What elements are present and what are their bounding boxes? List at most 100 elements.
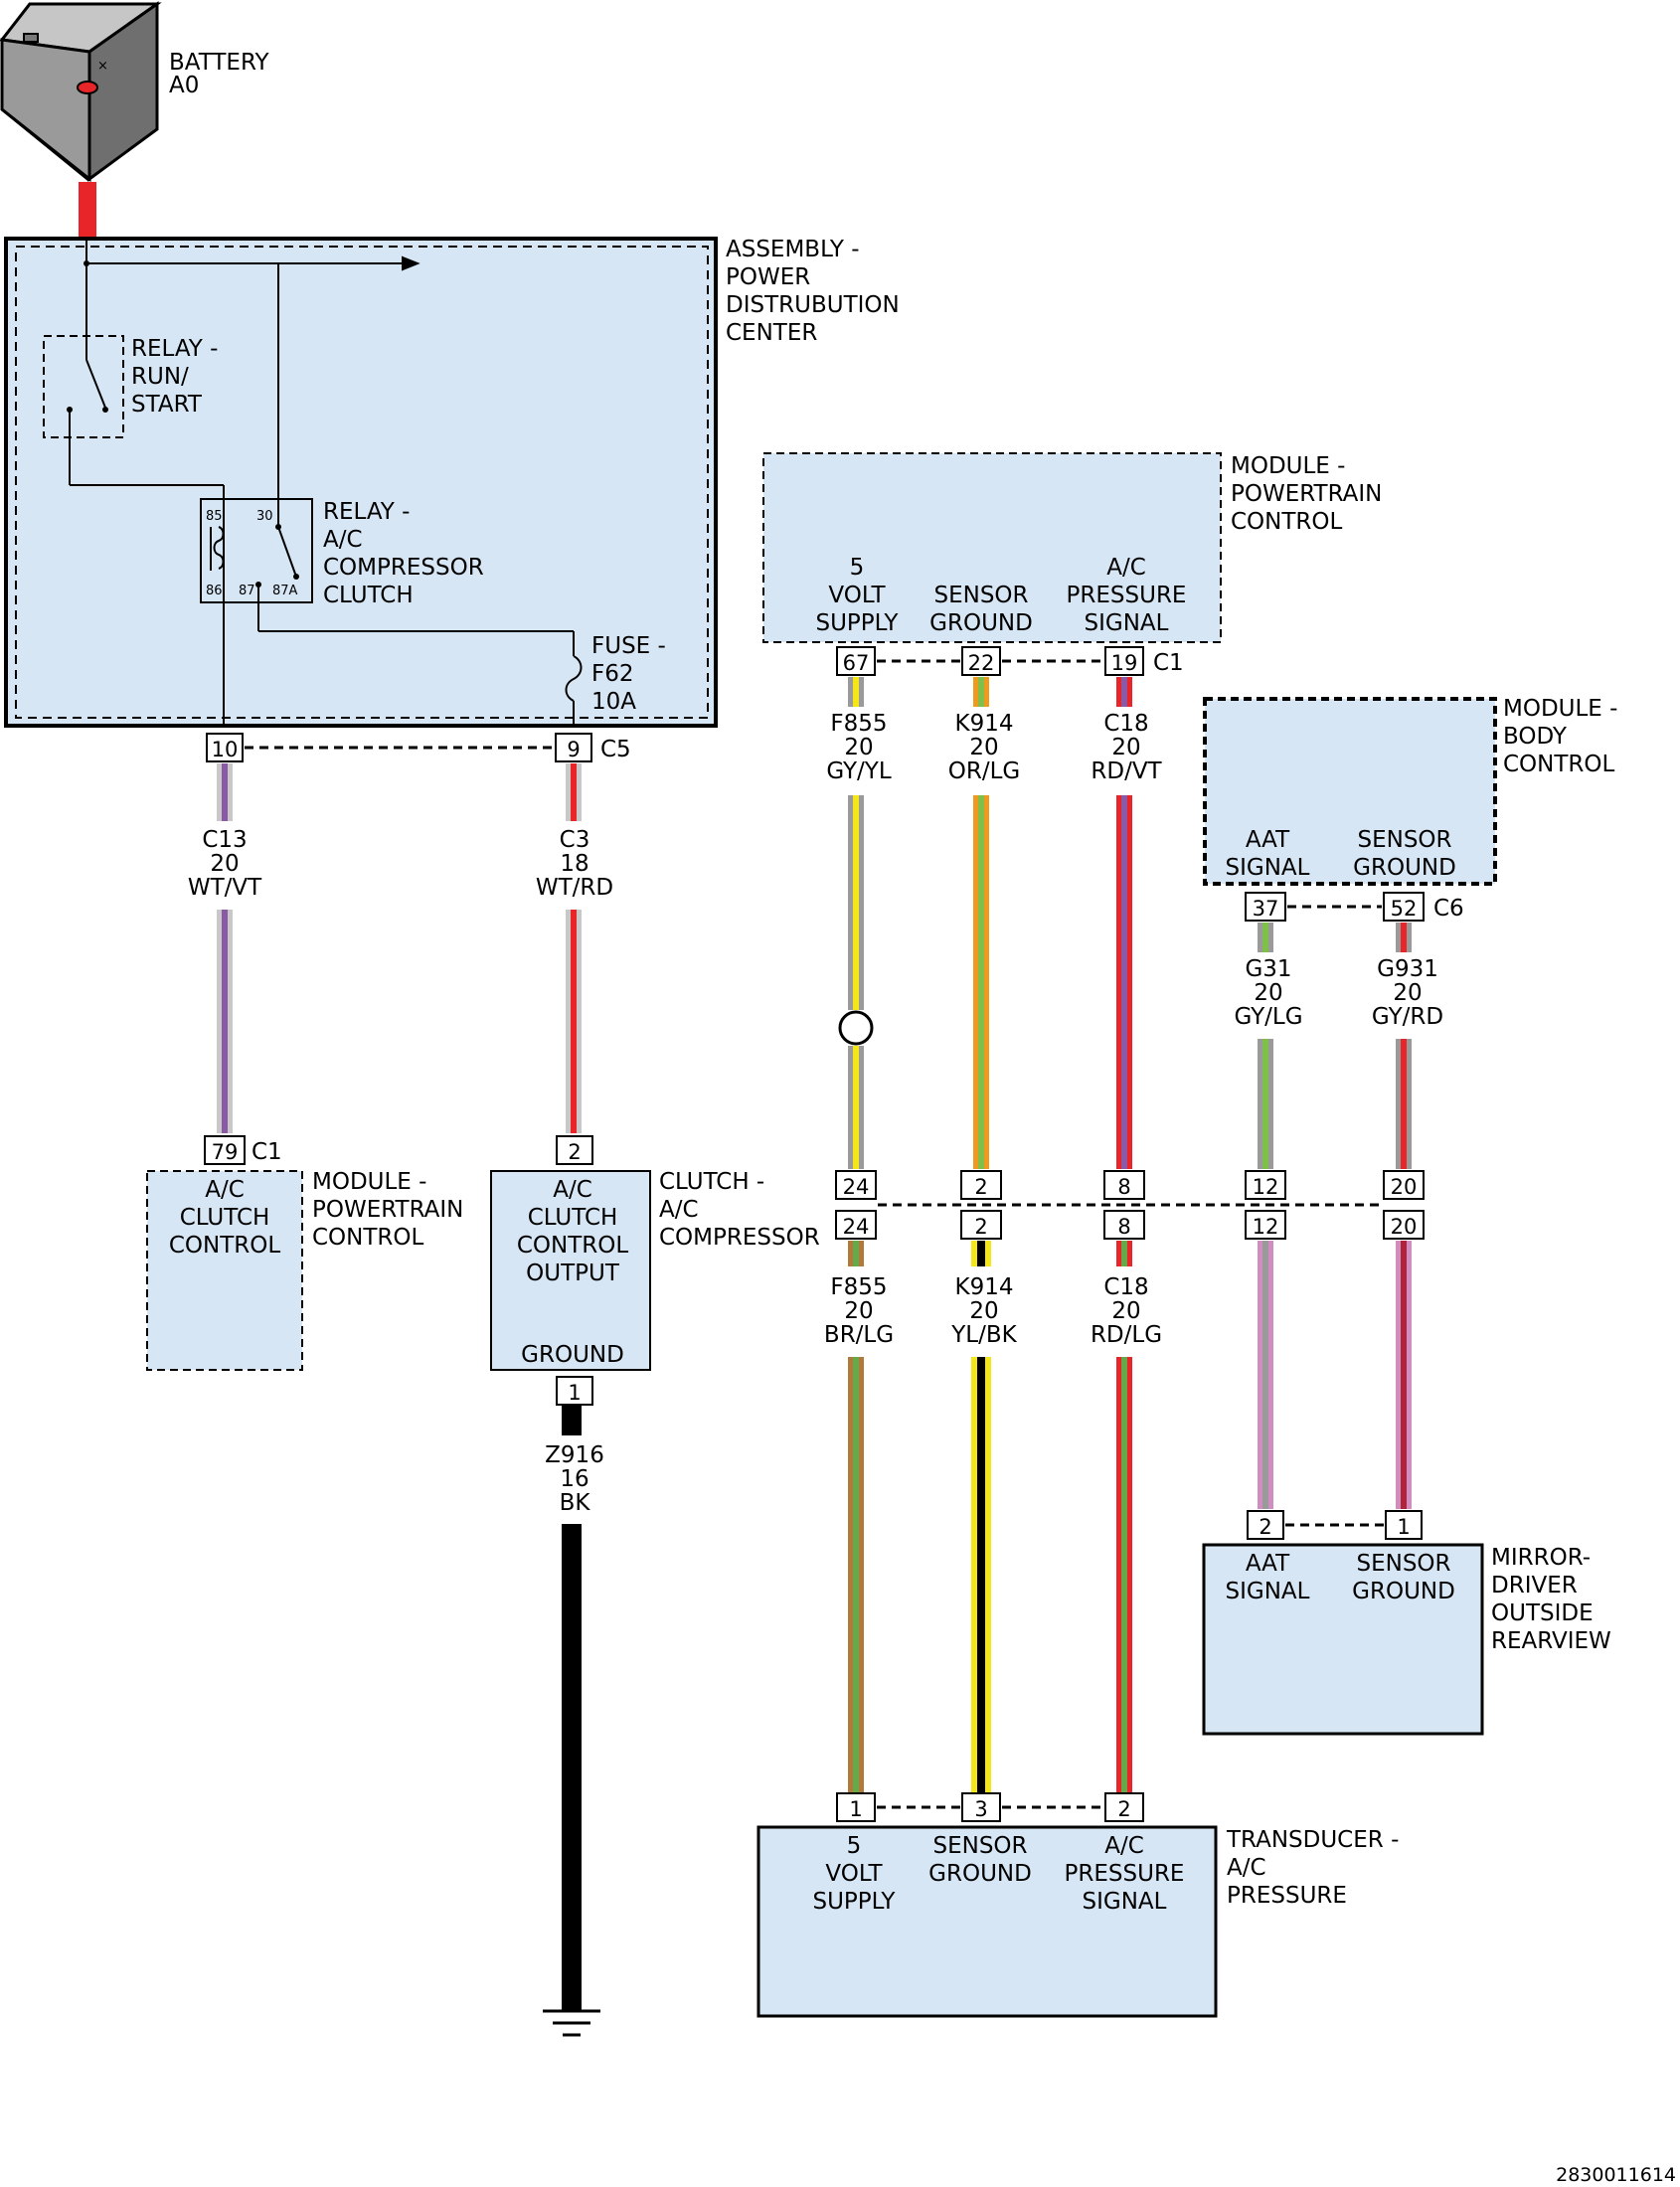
pdc-pin-10-box bbox=[206, 733, 244, 762]
pcm-top-label-1: MODULE - bbox=[1231, 453, 1345, 479]
pcm-top-connector-c1: C1 bbox=[1153, 650, 1184, 676]
wire-c13-id: C13 bbox=[202, 827, 247, 853]
bcm-col1-1: AAT bbox=[1246, 827, 1290, 853]
inline-top-pin-2: 2 bbox=[974, 1175, 987, 1199]
ground-icon bbox=[543, 2009, 600, 2037]
transducer-col2-1: SENSOR bbox=[932, 1833, 1027, 1859]
pcm-top-col1-1: 5 bbox=[850, 555, 865, 581]
wire-f855-top-color: GY/YL bbox=[826, 758, 892, 784]
inline-top-pin-12: 12 bbox=[1253, 1175, 1279, 1199]
mirror-label-3: OUTSIDE bbox=[1491, 1600, 1594, 1626]
bcm-col2-1: SENSOR bbox=[1357, 827, 1451, 853]
pcm-top-pin-67: 67 bbox=[843, 651, 870, 675]
pcm-bottom-label-3: CONTROL bbox=[312, 1225, 424, 1251]
wire-c13-color: WT/VT bbox=[188, 875, 262, 901]
wire-c18-bottom-id: C18 bbox=[1103, 1274, 1148, 1300]
wire-f855-bottom-gauge: 20 bbox=[844, 1298, 873, 1324]
battery-icon: × bbox=[0, 1, 162, 183]
pcm-top-pin-22: 22 bbox=[968, 651, 995, 675]
pcm-bottom-body-3: CONTROL bbox=[169, 1233, 281, 1259]
inline-connector-top bbox=[835, 1170, 1425, 1200]
clutch-body-1: A/C bbox=[553, 1177, 592, 1203]
wire-ground-to-mirror bbox=[1396, 1241, 1412, 1509]
wire-g31-color: GY/LG bbox=[1234, 1004, 1302, 1030]
pcm-bottom-pin-79: 79 bbox=[212, 1140, 239, 1164]
inline-top-pin-20: 20 bbox=[1391, 1175, 1418, 1199]
pcm-bottom-label-2: POWERTRAIN bbox=[312, 1197, 463, 1223]
pdc-pin-9-box bbox=[555, 733, 592, 762]
wire-c18-top-color: RD/VT bbox=[1091, 758, 1162, 784]
wire-g931-gauge: 20 bbox=[1393, 980, 1422, 1006]
transducer-module bbox=[756, 1825, 1218, 2018]
clutch-body-3: CONTROL bbox=[517, 1233, 629, 1259]
clutch-label-3: COMPRESSOR bbox=[659, 1225, 820, 1251]
pcm-top-col1-3: SUPPLY bbox=[816, 610, 900, 636]
bcm-label-1: MODULE - bbox=[1503, 696, 1617, 722]
relay-ac-label-1: RELAY - bbox=[323, 499, 410, 525]
relay-run-start-label-2: RUN/ bbox=[131, 364, 189, 390]
wire-c3-color: WT/RD bbox=[536, 875, 613, 901]
wire-f855-bottom-id: F855 bbox=[830, 1274, 887, 1300]
wire-k914-top-color: OR/LG bbox=[948, 758, 1020, 784]
wire-g31 bbox=[1258, 923, 1273, 1169]
pdc-label-1: ASSEMBLY - bbox=[726, 237, 860, 262]
mirror-module bbox=[1202, 1543, 1484, 1736]
wire-c18-top-gauge: 20 bbox=[1111, 735, 1140, 760]
wire-f855-bottom-color: BR/LG bbox=[824, 1322, 894, 1348]
wire-f855-top bbox=[838, 677, 874, 1169]
mirror-label-1: MIRROR- bbox=[1491, 1545, 1591, 1571]
clutch-module bbox=[490, 1170, 651, 1371]
pcm-top-col3-2: PRESSURE bbox=[1067, 583, 1187, 608]
wire-c13 bbox=[217, 763, 233, 1133]
bcm-col1-2: SIGNAL bbox=[1226, 855, 1310, 881]
bcm-col2-2: GROUND bbox=[1353, 855, 1456, 881]
wire-g931-id: G931 bbox=[1377, 956, 1438, 982]
wire-c18-top bbox=[1116, 677, 1132, 1169]
wire-f855-bottom bbox=[848, 1241, 864, 1807]
wire-g931 bbox=[1396, 923, 1412, 1169]
wire-z916 bbox=[562, 1406, 582, 2011]
transducer-pin-3: 3 bbox=[974, 1797, 987, 1821]
wire-c18-bottom-gauge: 20 bbox=[1111, 1298, 1140, 1324]
wire-c3-gauge: 18 bbox=[560, 851, 588, 877]
clutch-pin-2: 2 bbox=[568, 1140, 581, 1164]
wire-k914-top-id: K914 bbox=[955, 711, 1014, 737]
bcm-pin-52: 52 bbox=[1391, 897, 1418, 921]
mirror-label-4: REARVIEW bbox=[1491, 1628, 1611, 1654]
wire-k914-bottom bbox=[971, 1241, 991, 1807]
relay-pin-87: 87 bbox=[239, 584, 255, 598]
relay-ac-label-4: CLUTCH bbox=[323, 583, 414, 608]
wire-g31-id: G31 bbox=[1245, 956, 1291, 982]
mirror-col2-1: SENSOR bbox=[1356, 1551, 1450, 1577]
wire-k914-bottom-gauge: 20 bbox=[969, 1298, 998, 1324]
pdc-pin-9: 9 bbox=[567, 738, 580, 761]
pdc-label-2: POWER bbox=[726, 264, 810, 290]
pdc-label-4: CENTER bbox=[726, 320, 817, 346]
pdc-label-3: DISTRUBUTION bbox=[726, 292, 900, 318]
battery-id: A0 bbox=[169, 73, 199, 98]
wire-f855-top-gauge: 20 bbox=[844, 735, 873, 760]
relay-ac-label-3: COMPRESSOR bbox=[323, 555, 484, 581]
clutch-pin-1: 1 bbox=[568, 1381, 581, 1405]
transducer-col3-3: SIGNAL bbox=[1083, 1889, 1167, 1915]
relay-pin-85: 85 bbox=[206, 509, 223, 524]
wire-g931-color: GY/RD bbox=[1372, 1004, 1443, 1030]
pcm-bottom-label-1: MODULE - bbox=[312, 1169, 426, 1195]
bcm-label-2: BODY bbox=[1503, 724, 1568, 750]
clutch-ground: GROUND bbox=[521, 1342, 624, 1368]
wire-c18-bottom-color: RD/LG bbox=[1091, 1322, 1162, 1348]
relay-ac-compressor-clutch bbox=[200, 498, 313, 603]
wire-k914-bottom-id: K914 bbox=[955, 1274, 1014, 1300]
document-id: 2830011614 bbox=[1556, 2164, 1676, 2186]
relay-run-start bbox=[43, 335, 124, 438]
transducer-label-3: PRESSURE bbox=[1227, 1883, 1347, 1909]
mirror-pin-2: 2 bbox=[1259, 1515, 1271, 1539]
transducer-col1-2: VOLT bbox=[825, 1861, 883, 1887]
svg-text:×: × bbox=[97, 59, 108, 74]
bcm-label-3: CONTROL bbox=[1503, 752, 1615, 777]
battery-feed-wire bbox=[79, 182, 96, 238]
wire-k914-bottom-color: YL/BK bbox=[950, 1322, 1017, 1348]
bcm-pin-37: 37 bbox=[1253, 897, 1279, 921]
fuse-label-2: F62 bbox=[591, 661, 634, 687]
mirror-pin-1: 1 bbox=[1397, 1515, 1410, 1539]
